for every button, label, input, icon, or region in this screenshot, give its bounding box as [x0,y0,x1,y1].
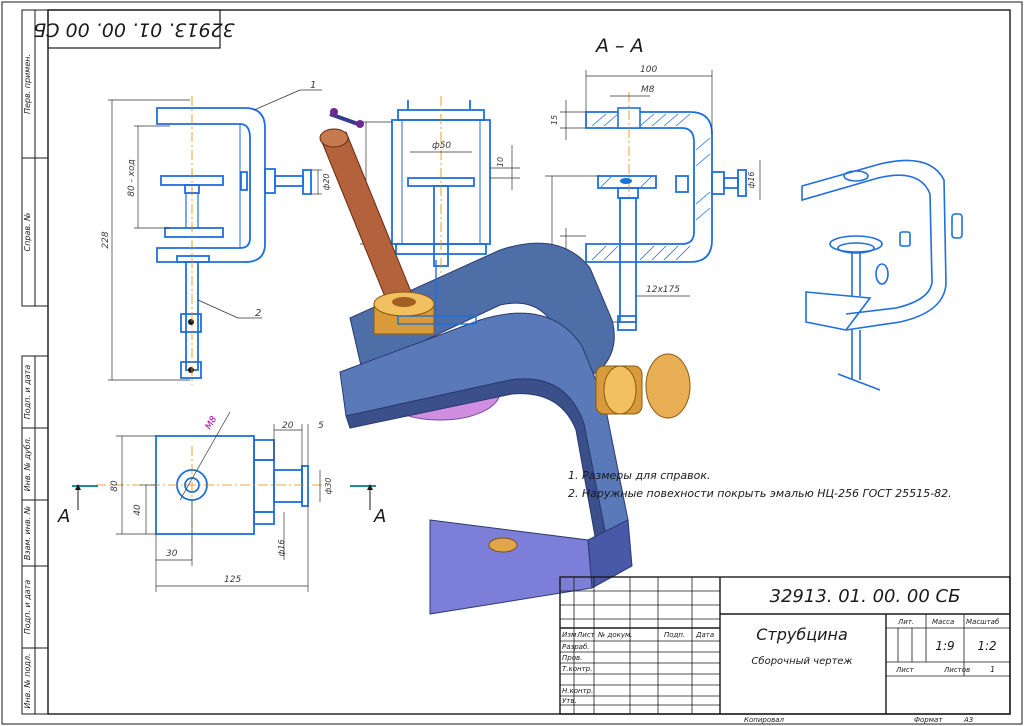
row-utv: Утв. [562,697,577,705]
dim-12x175: 12x175 [646,285,680,295]
note-1: 1. Размеры для справок. [568,469,711,482]
col-izm: Изм [562,631,577,639]
label-inv-dubl: Инв. № дубл. [23,437,32,492]
row-razrab: Разраб. [562,643,590,651]
dim-d30-plan: ф30 [324,477,333,494]
title-subname: Сборочный чертеж [751,655,852,667]
col-podp: Подп. [664,631,685,639]
plan-view-dimensions [116,411,321,592]
title-sheets-label: Листов [943,666,970,674]
col-data: Дата [695,631,714,639]
isometric-wireframe [801,159,963,391]
title-mass-value: 1:9 [935,639,954,653]
dim-30-plan: 30 [166,549,178,559]
row-tkontr: Т.контр. [562,665,592,673]
label-inv-podl: Инв. № подл. [23,653,32,708]
title-row-labels: Разраб. Пров. Т.контр. Н.контр. Утв. [562,643,593,705]
dim-100-section: 100 [640,65,657,75]
dim-228: 228 [101,231,111,248]
section-nut-top [617,92,641,196]
dim-d20: ф20 [322,173,331,190]
dim-5-plan: 5 [318,421,324,431]
title-doc-number: 32913. 01. 00. 00 СБ [770,586,961,607]
callout-2: 2 [255,308,261,319]
callout-1: 1 [310,80,316,91]
footer-format-value: А3 [963,716,973,724]
shaded-3d-model [319,108,691,615]
dim-20-plan: 20 [282,421,294,431]
dim-d50: ф50 [432,141,451,151]
dim-10: 10 [496,157,505,167]
dim-125-plan: 125 [224,575,241,585]
title-mass-label: Масса [932,618,954,626]
title-scale-value: 1:2 [977,639,996,653]
plan-view-axes [96,446,322,560]
dim-80-plan: 80 [110,480,120,492]
label-vzam-inv: Взам. инв. № [23,506,32,560]
col-list: Лист [576,631,596,639]
title-scale-label: Масштаб [966,618,1000,626]
dim-15: 15 [550,115,559,125]
footer-copied: Копировал [744,716,785,724]
section-marker-left: А [57,484,98,527]
left-column-labels: Перв. примен. Справ. № Подп. и дата Инв.… [23,54,32,709]
label-sprav-no: Справ. № [23,213,32,252]
section-hatching [591,113,711,261]
row-prov: Пров. [562,654,582,662]
front-view-dimensions [108,89,322,381]
front-view-details [188,96,194,385]
doc-number-rotated: 32913. 01. 00. 00 СБ [33,19,235,41]
section-view [585,111,747,331]
dim-80-hod: 80 - ход [127,159,137,196]
note-2: 2. Наружные повехности покрыть эмалью НЦ… [568,487,952,500]
title-sheets-value: 1 [990,665,995,674]
label-podp-data-1: Подп. и дата [23,365,32,420]
row-nkontr: Н.контр. [562,687,593,695]
title-col-headers: Изм Лист № докум. Подп. Дата [562,631,714,639]
title-sheet-label: Лист [895,666,915,674]
section-title: А – А [594,35,644,57]
title-block [559,576,1011,715]
title-name: Струбцина [756,625,848,644]
front-view [156,107,312,379]
section-marker-right-label: А [373,506,386,527]
dim-m8-plan: M8 [204,415,220,432]
section-marker-left-label: А [57,506,70,527]
dim-d16-plan: ф16 [277,539,286,556]
label-perv-primen: Перв. примен. [23,54,32,114]
dim-d16-section: ф16 [747,171,756,188]
title-lit-label: Лит. [897,618,914,626]
dim-40-plan: 40 [133,504,143,516]
label-podp-data-2: Подп. и дата [23,580,32,635]
footer-format: Формат [914,716,943,724]
dim-m8-section: M8 [641,85,655,95]
section-marker-right: А [350,484,386,527]
col-no-dokum: № докум. [597,631,633,639]
